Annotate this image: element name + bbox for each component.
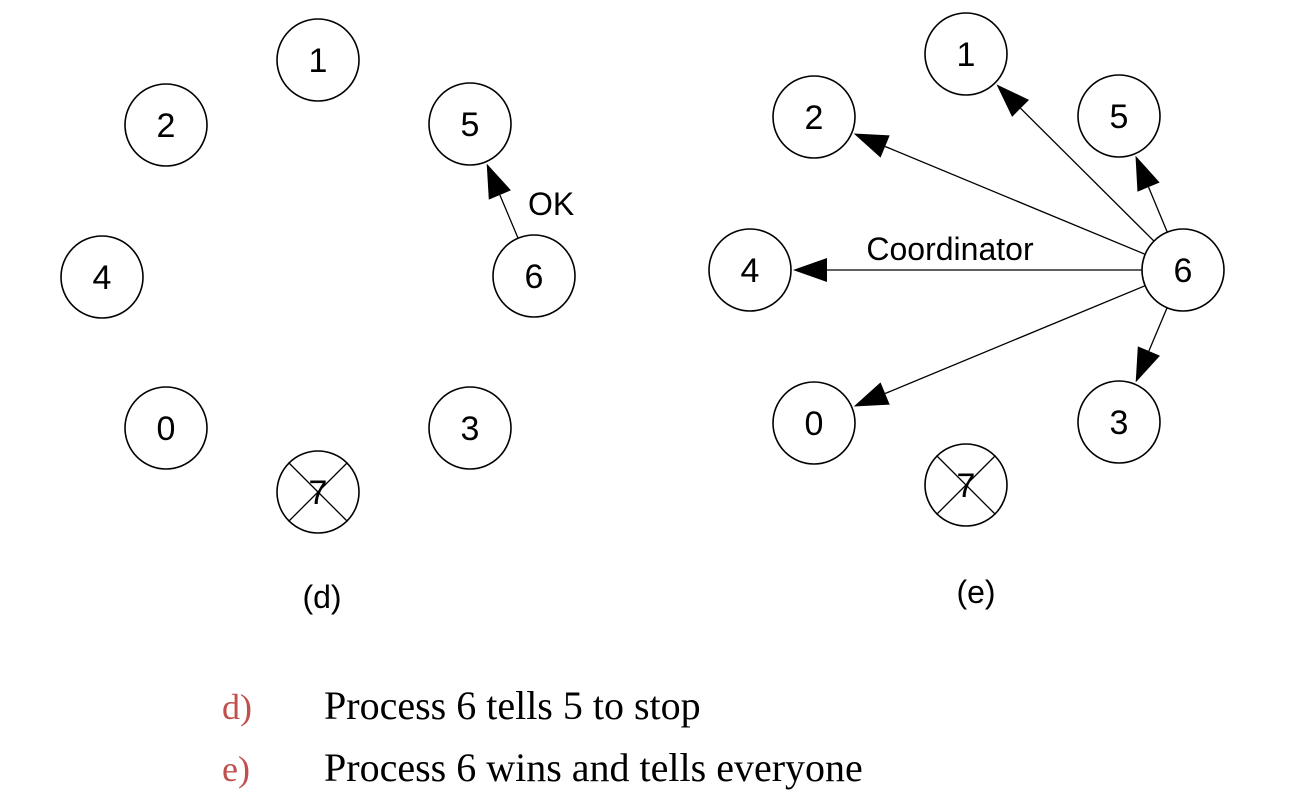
election-diagram: OK 1 2 5 4 6 0 3 7 (d) Coordinator 1 2 5 4 6 0 3 7 (e) xyxy=(60,12,1225,615)
arrowhead-icon xyxy=(486,163,511,200)
panel-caption: (d) xyxy=(302,579,341,615)
caption-marker-d: d) xyxy=(222,687,252,727)
node-label: 7 xyxy=(309,474,328,512)
caption-list: d) Process 6 tells 5 to stop e) Process … xyxy=(222,682,863,806)
message-label: Coordinator xyxy=(866,231,1034,267)
node-label: 6 xyxy=(525,258,544,296)
node-circle xyxy=(772,381,856,465)
process-node-3: 3 xyxy=(1077,380,1161,464)
process-node-5: 5 xyxy=(428,82,512,166)
node-label: 2 xyxy=(157,107,176,145)
process-node-2: 2 xyxy=(124,83,208,167)
node-circle xyxy=(428,386,512,470)
caption-text-e: Process 6 wins and tells everyone xyxy=(324,745,863,790)
arrowhead-icon xyxy=(1135,346,1160,383)
process-node-0: 0 xyxy=(124,386,208,470)
process-node-6: 6 xyxy=(1141,228,1225,312)
node-label: 0 xyxy=(805,405,824,443)
node-circle xyxy=(1141,228,1225,312)
caption-marker-e: e) xyxy=(222,749,250,789)
caption-text-d: Process 6 tells 5 to stop xyxy=(324,683,701,728)
message-line-6-to-1 xyxy=(1020,107,1155,242)
arrowhead-icon xyxy=(1135,155,1160,192)
process-node-4: 4 xyxy=(60,235,144,319)
arrowhead-icon xyxy=(793,258,827,282)
message-line-6-to-5 xyxy=(499,194,519,239)
message-line-6-to-2 xyxy=(884,145,1146,255)
process-node-6: 6 xyxy=(492,234,576,318)
cross-icon xyxy=(288,462,348,522)
message-line-6-to-3 xyxy=(1148,307,1168,352)
node-label: 1 xyxy=(957,36,976,74)
arrowhead-icon xyxy=(853,133,890,158)
node-label: 5 xyxy=(461,106,480,144)
arrowhead-icon xyxy=(853,382,890,407)
node-circle xyxy=(1077,74,1161,158)
node-label: 3 xyxy=(1110,404,1129,442)
node-label: 2 xyxy=(805,99,824,137)
panel-e: Coordinator 1 2 5 4 6 0 3 7 (e) xyxy=(708,12,1225,610)
node-label: 7 xyxy=(957,467,976,505)
arrowhead-icon xyxy=(996,84,1030,117)
node-circle xyxy=(1077,380,1161,464)
node-circle xyxy=(428,82,512,166)
node-label: 6 xyxy=(1174,252,1193,290)
crashed-process-node: 7 xyxy=(924,443,1008,527)
process-node-2: 2 xyxy=(772,75,856,159)
panel-caption: (e) xyxy=(956,574,995,610)
cross-icon xyxy=(936,455,996,515)
process-node-1: 1 xyxy=(276,18,360,102)
node-label: 1 xyxy=(309,42,328,80)
process-node-1: 1 xyxy=(924,12,1008,96)
node-label: 5 xyxy=(1110,98,1129,136)
node-circle xyxy=(60,235,144,319)
node-circle xyxy=(708,228,792,312)
node-label: 0 xyxy=(157,410,176,448)
node-label: 4 xyxy=(93,259,112,297)
node-circle xyxy=(124,386,208,470)
caption-item-e: e) Process 6 wins and tells everyone xyxy=(222,744,863,806)
node-circle xyxy=(276,18,360,102)
process-node-3: 3 xyxy=(428,386,512,470)
caption-item-d: d) Process 6 tells 5 to stop xyxy=(222,682,863,744)
process-node-5: 5 xyxy=(1077,74,1161,158)
message-line-6-to-0 xyxy=(884,285,1146,395)
message-line-6-to-5 xyxy=(1147,186,1168,233)
node-circle xyxy=(492,234,576,318)
node-label: 3 xyxy=(461,410,480,448)
process-node-4: 4 xyxy=(708,228,792,312)
crashed-process-node: 7 xyxy=(276,450,360,534)
node-circle xyxy=(124,83,208,167)
process-node-0: 0 xyxy=(772,381,856,465)
node-label: 4 xyxy=(741,252,760,290)
panel-d: OK 1 2 5 4 6 0 3 7 (d) xyxy=(60,18,576,615)
node-circle xyxy=(924,12,1008,96)
node-circle xyxy=(772,75,856,159)
message-label: OK xyxy=(528,186,574,222)
